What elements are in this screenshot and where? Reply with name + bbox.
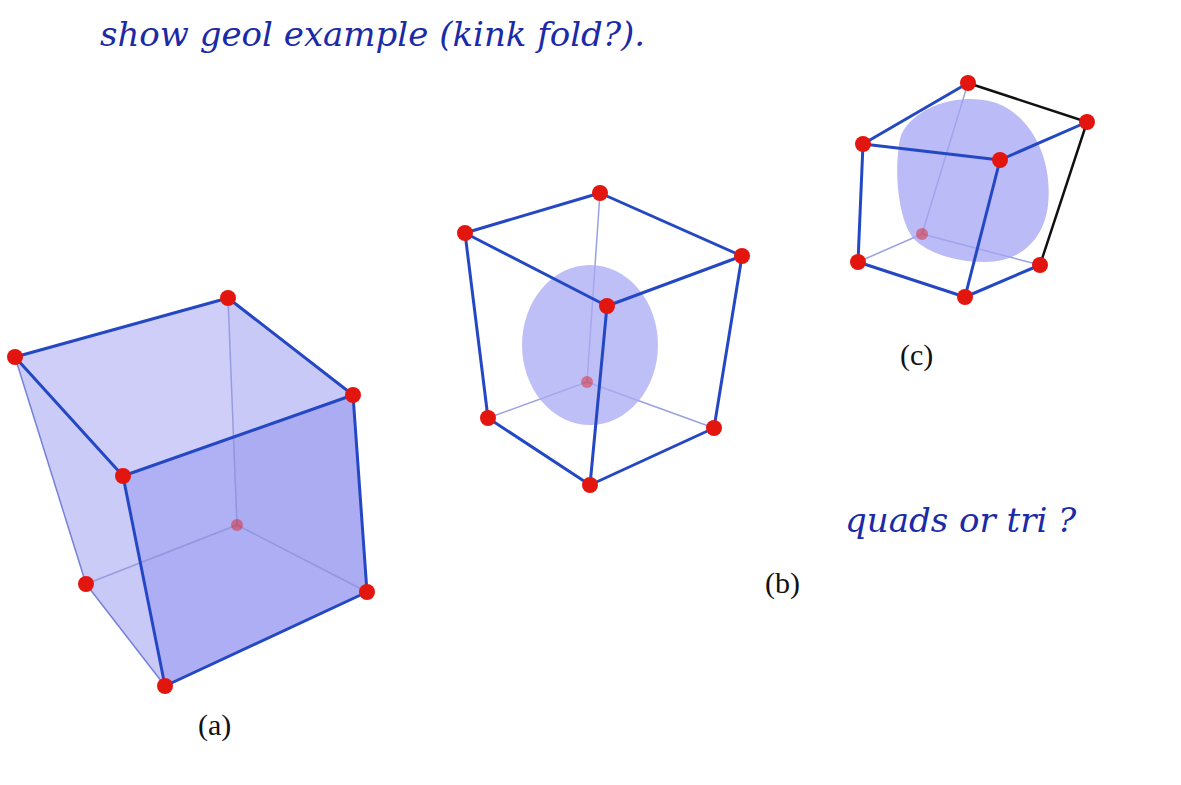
vertex-dot xyxy=(1079,114,1095,130)
cube-edge xyxy=(590,428,714,485)
cube-edge xyxy=(465,233,607,306)
panel-label: (a) xyxy=(198,708,231,742)
cube-edge xyxy=(607,256,742,306)
vertex-dot xyxy=(734,248,750,264)
panel-label: (b) xyxy=(765,566,800,600)
cube-edge-black xyxy=(1040,122,1087,265)
vertex-dot xyxy=(992,152,1008,168)
cube-edge xyxy=(488,418,590,485)
handwritten-note: quads or tri ? xyxy=(845,500,1076,540)
hidden-edge xyxy=(237,525,367,592)
cube-face xyxy=(123,395,367,686)
vertex-dot xyxy=(592,185,608,201)
sphere xyxy=(522,265,658,425)
vertex-dot xyxy=(960,75,976,91)
cube-edge xyxy=(353,395,367,592)
vertex-dot xyxy=(582,477,598,493)
cube-edge xyxy=(465,233,488,418)
vertex-dot xyxy=(916,228,928,240)
cube-edge xyxy=(590,306,607,485)
cube-edge xyxy=(15,357,123,476)
vertex-dot xyxy=(220,290,236,306)
cube-edge xyxy=(165,592,367,686)
cube-edge xyxy=(863,144,1000,160)
vertex-dot xyxy=(157,678,173,694)
hidden-edge xyxy=(86,525,237,584)
vertex-dot xyxy=(457,225,473,241)
vertex-dot xyxy=(855,136,871,152)
vertex-dot xyxy=(1032,257,1048,273)
cube-edge xyxy=(600,193,742,256)
vertex-dot xyxy=(359,584,375,600)
cube-edge xyxy=(123,476,165,686)
cube-edge xyxy=(965,265,1040,297)
cube-edge xyxy=(465,193,600,233)
cube-edge xyxy=(86,584,165,686)
cube-edge xyxy=(863,83,968,144)
vertex-dot xyxy=(115,468,131,484)
vertex-dot xyxy=(581,376,593,388)
cube-edge-black xyxy=(968,83,1087,122)
vertex-dot xyxy=(345,387,361,403)
deformed-blob xyxy=(897,99,1049,262)
cube-edge xyxy=(228,298,353,395)
vertex-dot xyxy=(599,298,615,314)
hidden-edge xyxy=(858,234,922,262)
vertex-dot xyxy=(78,576,94,592)
cube-edge xyxy=(123,395,353,476)
vertex-dot xyxy=(957,289,973,305)
vertex-dot xyxy=(850,254,866,270)
cube-edge xyxy=(858,262,965,297)
cube-edge xyxy=(15,357,86,584)
vertex-dot xyxy=(7,349,23,365)
panel-label: (c) xyxy=(900,338,933,372)
cube-edge xyxy=(965,160,1000,297)
cube-edge xyxy=(15,298,228,357)
cube-edge xyxy=(1000,122,1087,160)
cube-edge xyxy=(714,256,742,428)
handwritten-note: show geol example (kink fold?). xyxy=(100,14,645,54)
hidden-edge xyxy=(228,298,237,525)
vertex-dot xyxy=(231,519,243,531)
vertex-dot xyxy=(706,420,722,436)
vertex-dot xyxy=(480,410,496,426)
cube-edge xyxy=(858,144,863,262)
